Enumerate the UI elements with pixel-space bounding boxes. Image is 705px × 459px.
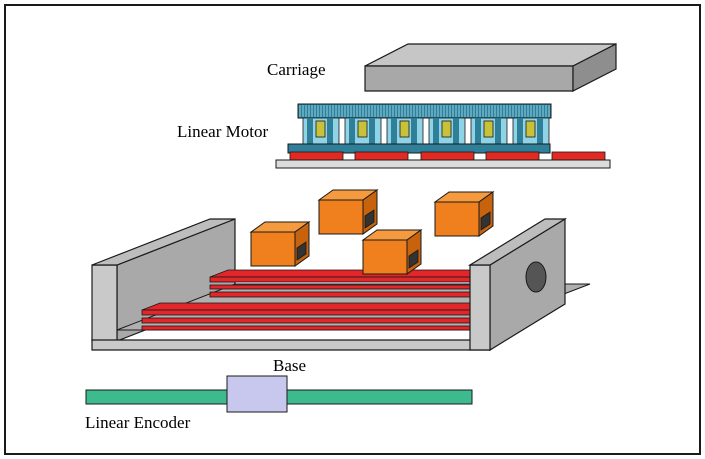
bearing-sensor (296, 241, 307, 261)
coil-stripe (369, 118, 375, 144)
carriage-side-face (572, 43, 617, 92)
motor-magnet-strips (289, 151, 606, 161)
rail (209, 284, 471, 290)
base-wall-hole (525, 261, 547, 293)
coil-core (441, 120, 452, 138)
motor-top-bar (297, 103, 552, 119)
bearing-block (361, 229, 423, 275)
carriage-front-face (364, 65, 574, 92)
linear-encoder-label: Linear Encoder (85, 413, 191, 432)
base-left-wall-front (91, 264, 118, 342)
magnet-strip (551, 151, 606, 161)
coil-core (357, 120, 368, 138)
encoder-read-head (226, 375, 288, 413)
motor-coil (470, 117, 508, 145)
rail (141, 325, 471, 331)
motor-coil (428, 117, 466, 145)
bearing-front (318, 199, 364, 235)
bearing-blocks (249, 189, 495, 275)
carriage-label: Carriage (267, 60, 326, 79)
motor-coil (302, 117, 340, 145)
bearing-front (362, 239, 408, 275)
motor-magnet-plate (275, 159, 611, 169)
magnet-strip (485, 151, 540, 161)
magnet-strip (420, 151, 475, 161)
linear-encoder (85, 375, 473, 413)
bearing-front (250, 231, 296, 267)
base-floor-front (91, 339, 491, 351)
bearing-block (317, 189, 379, 235)
rail (209, 269, 480, 278)
rail (209, 291, 471, 298)
coil-stripe (411, 118, 417, 144)
linear-motor (275, 103, 611, 169)
coil-core (525, 120, 536, 138)
coil-stripe (307, 118, 313, 144)
base-label: Base (273, 356, 307, 375)
bearing-sensor (480, 211, 491, 231)
coil-stripe (391, 118, 397, 144)
coil-stripe (327, 118, 333, 144)
base-right-wall-front (469, 264, 491, 351)
rail (209, 276, 471, 283)
motor-coils (302, 117, 550, 145)
base-right-wall-top (467, 218, 568, 266)
coil-stripe (453, 118, 459, 144)
motor-coil (512, 117, 550, 145)
magnet-strip (354, 151, 409, 161)
carriage (364, 43, 617, 92)
base-right-wall (467, 217, 568, 352)
rail (141, 317, 471, 324)
coil-stripe (537, 118, 543, 144)
coil-stripe (495, 118, 501, 144)
coil-core (315, 120, 326, 138)
bearing-sensor (408, 249, 419, 269)
bearing-block (433, 191, 495, 237)
coil-core (483, 120, 494, 138)
motor-bottom-bar (287, 143, 551, 154)
motor-coil (386, 117, 424, 145)
coil-stripe (349, 118, 355, 144)
motor-top-bar-ticks (299, 105, 550, 117)
rail (141, 302, 480, 311)
magnet-strip (289, 151, 344, 161)
bearing-front (434, 201, 480, 237)
coil-stripe (475, 118, 481, 144)
rail (141, 309, 471, 316)
coil-stripe (433, 118, 439, 144)
base-left-wall-top (91, 218, 236, 266)
bearing-block (249, 221, 311, 267)
bearing-sensor (364, 209, 375, 229)
linear-motor-label: Linear Motor (177, 122, 269, 141)
coil-core (399, 120, 410, 138)
coil-stripe (517, 118, 523, 144)
motor-coil (344, 117, 382, 145)
